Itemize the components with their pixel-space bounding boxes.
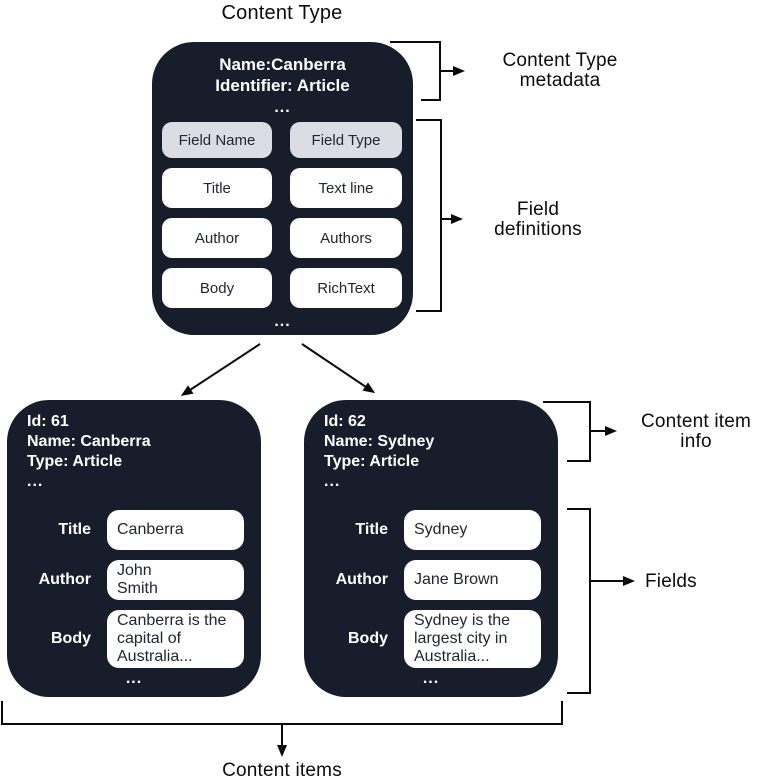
field-label: Body bbox=[51, 630, 91, 647]
arrow-to-item-2 bbox=[301, 343, 376, 394]
content-item-info-label: Content item info bbox=[640, 411, 752, 452]
field-type-cell: Authors bbox=[290, 218, 402, 258]
item-name: Name: Canberra bbox=[27, 433, 151, 450]
field-value: Jane Brown bbox=[404, 560, 541, 600]
item-id: Id: 61 bbox=[27, 413, 69, 430]
field-name-header-cell: Field Name bbox=[162, 122, 272, 158]
field-definitions-table: Field Name Field Type Title Text line Au… bbox=[162, 122, 402, 308]
item-info-ellipsis: ... bbox=[324, 473, 341, 490]
field-name-cell: Title bbox=[162, 168, 272, 208]
field-definitions-bracket bbox=[416, 119, 442, 312]
content-items-bracket bbox=[1, 701, 563, 725]
arrow-to-item-1 bbox=[180, 343, 261, 397]
content-type-metadata-label: Content Type metadata bbox=[502, 50, 618, 91]
field-label: Author bbox=[38, 571, 91, 588]
field-value: Canberra bbox=[107, 510, 244, 550]
content-type-ellipsis: ... bbox=[274, 99, 291, 116]
field-type-header-cell: Field Type bbox=[290, 122, 402, 158]
field-definitions-label: Field definitions bbox=[494, 199, 582, 240]
diagram-title: Content Type bbox=[221, 2, 343, 24]
content-item-info-block: Id: 61 Name: Canberra Type: Article ... bbox=[7, 400, 261, 492]
field-value: Canberra is the capital of Australia... bbox=[107, 610, 244, 668]
content-item-box-62: Id: 62 Name: Sydney Type: Article ... Ti… bbox=[304, 400, 558, 697]
field-value: Sydney bbox=[404, 510, 541, 550]
field-type-cell: Text line bbox=[290, 168, 402, 208]
content-type-identifier: Identifier: Article bbox=[215, 76, 350, 95]
item-type: Type: Article bbox=[324, 453, 420, 470]
field-label: Title bbox=[355, 521, 388, 538]
field-name-cell: Author bbox=[162, 218, 272, 258]
content-type-bottom-ellipsis: ... bbox=[274, 313, 291, 330]
fields-label: Fields bbox=[645, 571, 697, 592]
content-items-label: Content items bbox=[222, 760, 342, 781]
field-label: Author bbox=[335, 571, 388, 588]
content-item-box-61: Id: 61 Name: Canberra Type: Article ... … bbox=[7, 400, 261, 697]
content-type-name: Name:Canberra bbox=[219, 55, 346, 74]
item-bottom-ellipsis: ... bbox=[125, 670, 143, 687]
item-id: Id: 62 bbox=[324, 413, 366, 430]
field-label: Body bbox=[348, 630, 388, 647]
item-fields-grid: Title Canberra Author John Smith Body Ca… bbox=[27, 510, 244, 668]
field-type-cell: RichText bbox=[290, 268, 402, 308]
item-fields-grid: Title Sydney Author Jane Brown Body Sydn… bbox=[324, 510, 541, 668]
content-type-metadata-block: Name:Canberra Identifier: Article ... bbox=[152, 42, 413, 116]
field-label: Title bbox=[58, 521, 91, 538]
item-info-ellipsis: ... bbox=[27, 473, 44, 490]
item-bottom-ellipsis: ... bbox=[422, 670, 440, 687]
field-value: John Smith bbox=[107, 560, 244, 600]
content-type-box: Name:Canberra Identifier: Article ... Fi… bbox=[152, 42, 413, 335]
fields-bracket bbox=[567, 508, 591, 694]
content-item-info-block: Id: 62 Name: Sydney Type: Article ... bbox=[304, 400, 558, 492]
item-type: Type: Article bbox=[27, 453, 123, 470]
field-value: Sydney is the largest city in Australia.… bbox=[404, 610, 541, 668]
field-name-cell: Body bbox=[162, 268, 272, 308]
item-name: Name: Sydney bbox=[324, 433, 435, 450]
